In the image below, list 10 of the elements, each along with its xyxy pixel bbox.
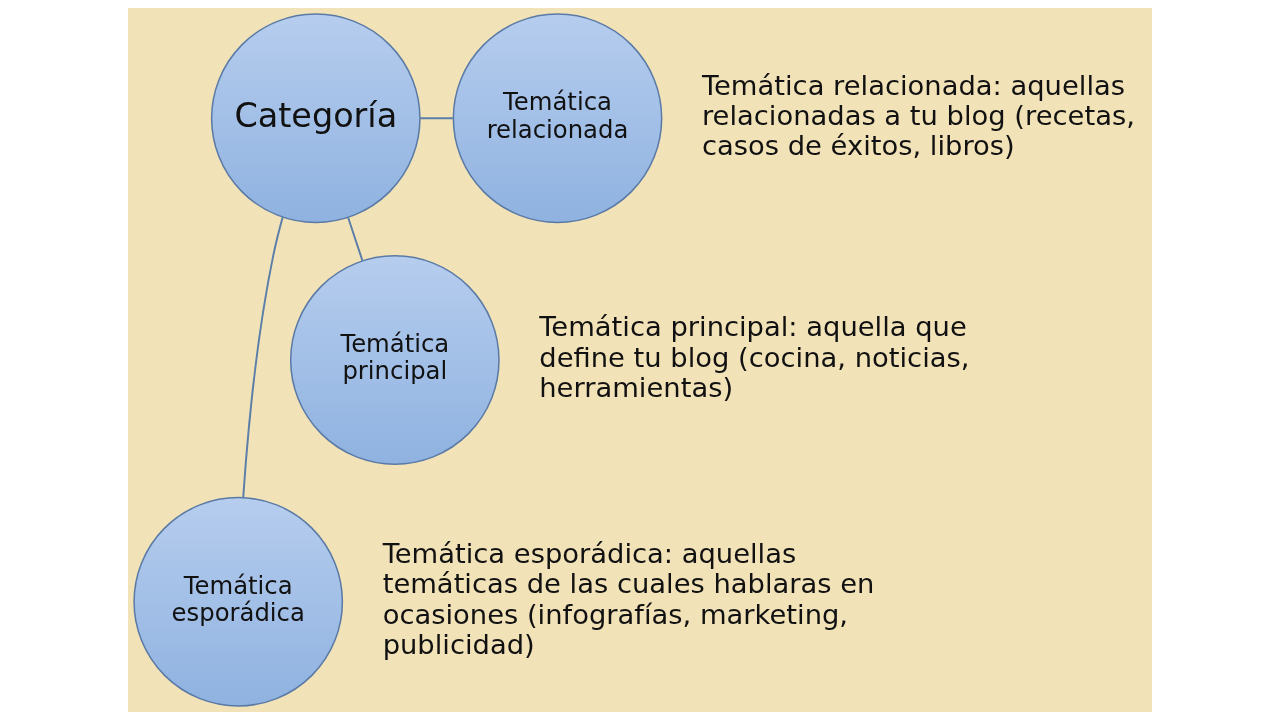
node-circle: Temática principal (289, 255, 500, 465)
node-circle: Categoría (210, 13, 421, 224)
node-label: Temática principal: aquella que define tu blog (cocina, noticias, herramientas) (539, 311, 970, 404)
connector (347, 216, 364, 262)
node-circle: Temática esporádica (133, 496, 344, 707)
node-label: Temática relacionada: aquellas relacionadas a tu blog (recetas, casos de éxitos, libros) (701, 69, 1135, 162)
node-circle: Temática relacionada (452, 13, 663, 224)
connector (242, 216, 284, 499)
connector (419, 117, 454, 120)
node-label: Temática esporádica: aquellas temáticas de las cuales hablaras en ocasiones (infografías, marketing, publicidad) (382, 537, 875, 661)
